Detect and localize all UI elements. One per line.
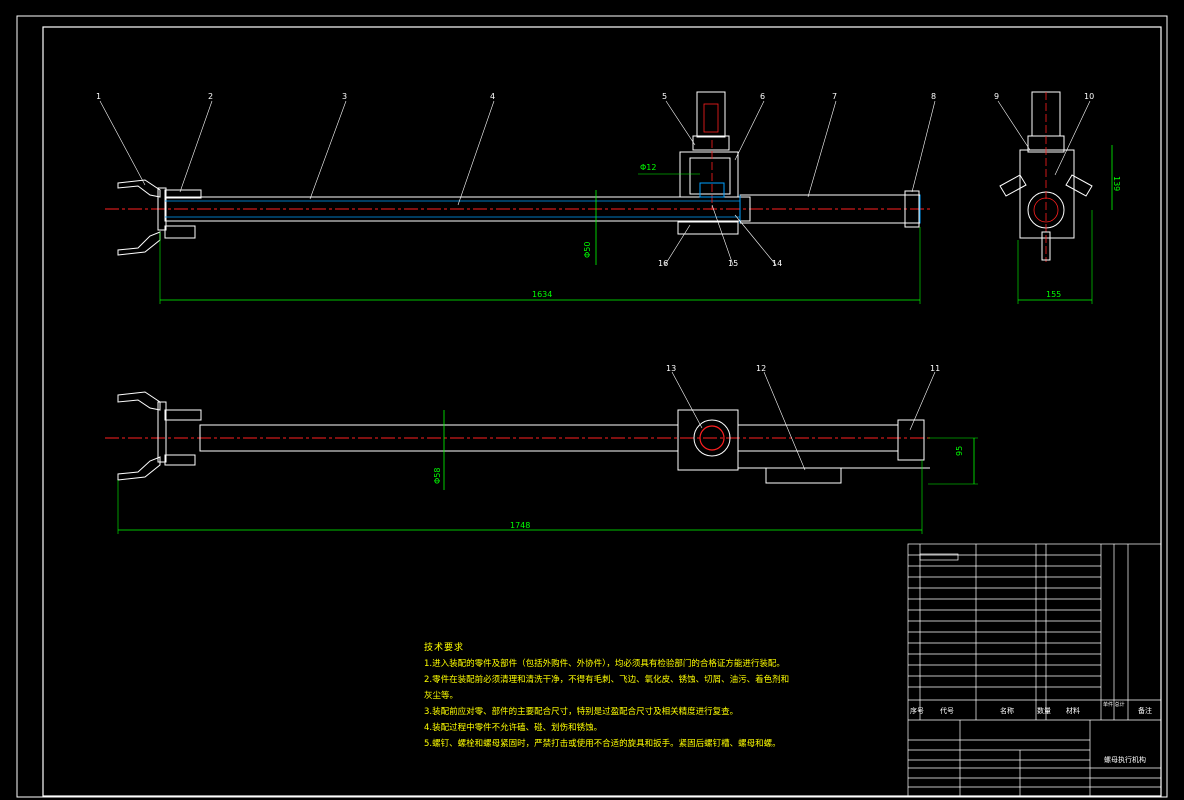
col-seq: 序号 [910,706,924,715]
dim-phi12: Φ12 [640,163,656,172]
part-label-4: 4 [490,92,495,101]
notes-line-4: 3.装配前应对零、部件的主要配合尺寸，特别是过盈配合尺寸及相关精度进行复查。 [424,707,739,717]
dim-1748: 1748 [510,521,530,530]
col-qty: 数量 [1037,706,1051,715]
part-label-7: 7 [832,92,837,101]
part-label-2: 2 [208,92,213,101]
part-label-14: 14 [772,259,782,268]
part-label-15: 15 [728,259,738,268]
title-block [907,543,1162,797]
technical-notes: 技术要求 1.进入装配的零件及部件（包括外购件、外协件），均必须具有检验部门的合… [424,640,804,752]
notes-line-5: 4.装配过程中零件不允许磕、碰、划伤和锈蚀。 [424,723,603,733]
col-material: 材料 [1066,706,1080,715]
dim-139: 139 [1112,176,1121,191]
notes-title: 技术要求 [424,643,465,653]
notes-line-1: 1.进入装配的零件及部件（包括外购件、外协件），均必须具有检验部门的合格证方能进… [424,659,785,669]
part-label-16: 16 [658,259,668,268]
dim-phi58: Φ58 [433,468,442,484]
part-label-9: 9 [994,92,999,101]
top-view [105,371,978,534]
dim-95: 95 [955,446,964,456]
col-name: 名称 [1000,706,1014,715]
part-label-3: 3 [342,92,347,101]
outer-frame [16,15,1168,798]
part-label-13: 13 [666,364,676,373]
part-label-11: 11 [930,364,940,373]
col-remark: 备注 [1138,706,1152,715]
dim-1634: 1634 [532,290,552,299]
col-code: 代号 [940,706,954,715]
dim-155: 155 [1046,290,1061,299]
part-label-1: 1 [96,92,101,101]
dim-phi50: Φ50 [583,242,592,258]
side-view [997,91,1113,304]
front-view [99,91,936,304]
part-label-12: 12 [756,364,766,373]
notes-line-2: 2.零件在装配前必须清理和清洗干净，不得有毛刺、飞边、氧化皮、锈蚀、切屑、油污、… [424,675,790,685]
part-label-10: 10 [1084,92,1094,101]
part-label-8: 8 [931,92,936,101]
title-block-name: 螺母执行机构 [1104,755,1146,764]
notes-line-6: 5.螺钉、螺栓和螺母紧固时，严禁打击或使用不合适的旋具和扳手。紧固后螺钉槽、螺母… [424,739,781,749]
part-label-6: 6 [760,92,765,101]
part-label-5: 5 [662,92,667,101]
inner-frame [42,26,1162,797]
notes-line-3: 灰尘等。 [424,691,459,701]
col-weight: 单件 总计 [1103,701,1125,708]
